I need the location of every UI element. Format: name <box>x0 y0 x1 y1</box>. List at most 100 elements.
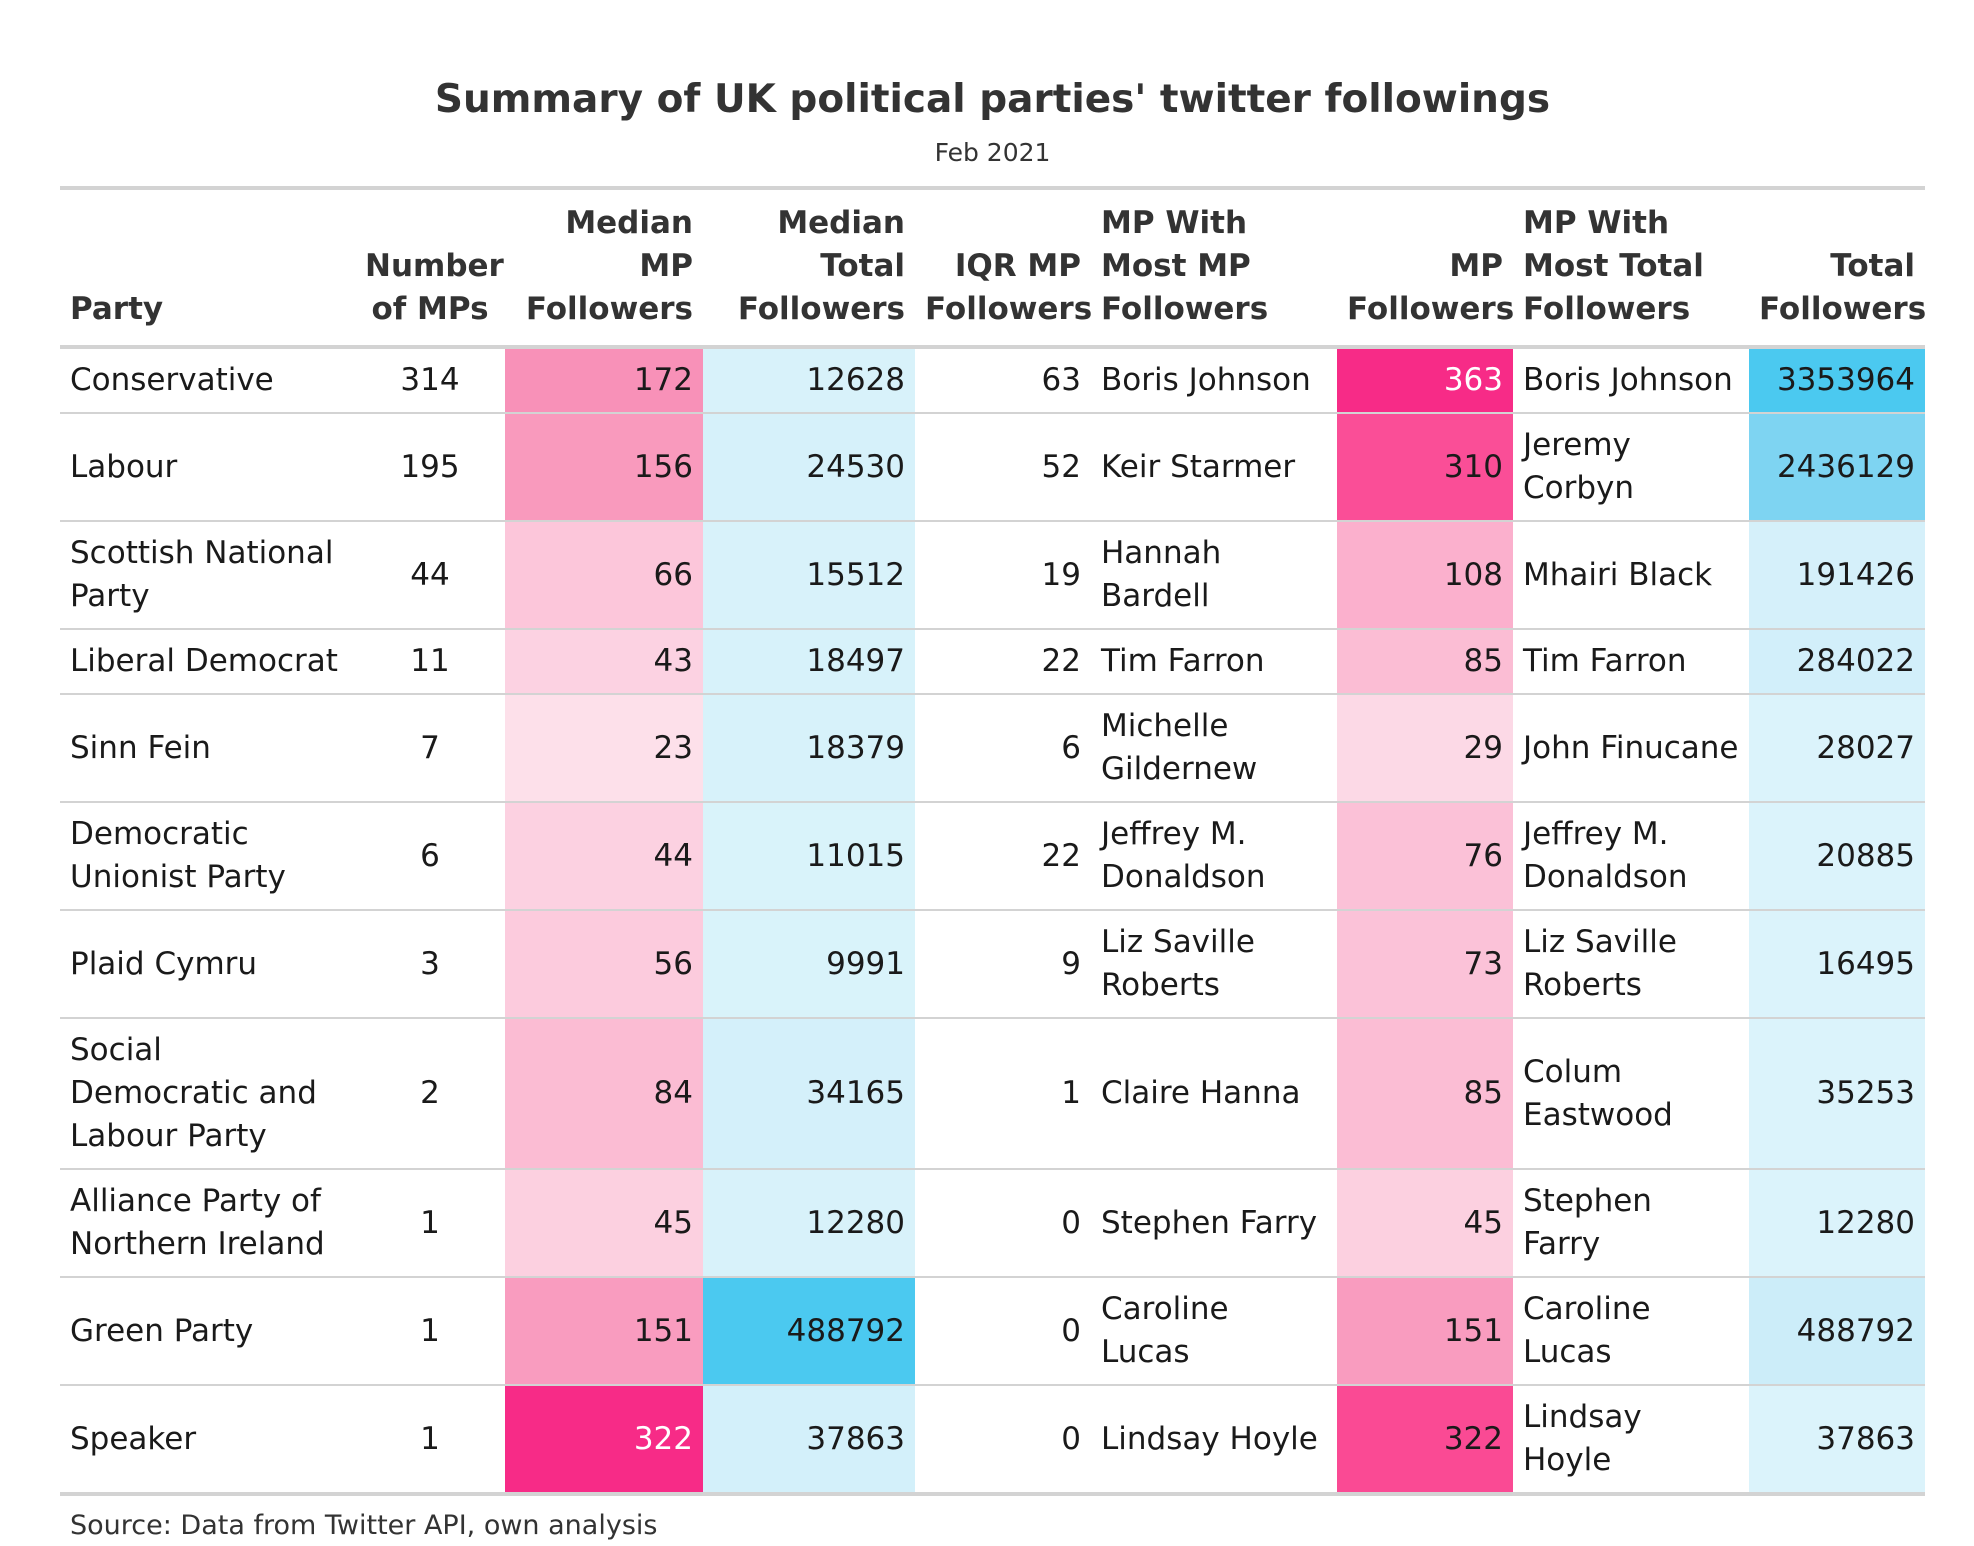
cell-top-mp-followers: 85 <box>1337 629 1513 695</box>
cell-iqr-mp: 6 <box>915 694 1091 803</box>
cell-top-total-name: Jeremy Corbyn <box>1513 413 1749 522</box>
cell-top-mp-name: Tim Farron <box>1091 629 1337 695</box>
cell-median-total: 15512 <box>703 521 915 630</box>
column-header-median-mp-followers: Median MP Followers <box>505 188 703 349</box>
cell-top-mp-followers: 363 <box>1337 347 1513 414</box>
cell-total-followers: 28027 <box>1749 694 1925 803</box>
cell-top-mp-followers: 85 <box>1337 1018 1513 1170</box>
cell-iqr-mp: 22 <box>915 802 1091 911</box>
cell-median-total: 488792 <box>703 1277 915 1386</box>
cell-top-mp-name: Keir Starmer <box>1091 413 1337 522</box>
cell-median-mp: 172 <box>505 347 703 414</box>
cell-iqr-mp: 52 <box>915 413 1091 522</box>
cell-top-mp-followers: 45 <box>1337 1169 1513 1278</box>
cell-top-mp-followers: 322 <box>1337 1385 1513 1494</box>
cell-median-mp: 44 <box>505 802 703 911</box>
cell-top-total-name: Jeffrey M. Donaldson <box>1513 802 1749 911</box>
cell-n-mps: 1 <box>355 1277 505 1386</box>
cell-median-mp: 66 <box>505 521 703 630</box>
table-title: Summary of UK political parties' twitter… <box>434 77 1551 122</box>
cell-top-mp-name: Stephen Farry <box>1091 1169 1337 1278</box>
cell-median-total: 11015 <box>703 802 915 911</box>
cell-top-mp-name: Claire Hanna <box>1091 1018 1337 1170</box>
cell-n-mps: 2 <box>355 1018 505 1170</box>
cell-top-mp-followers: 310 <box>1337 413 1513 522</box>
cell-top-total-name: Stephen Farry <box>1513 1169 1749 1278</box>
cell-party: Conservative <box>60 347 355 414</box>
cell-n-mps: 11 <box>355 629 505 695</box>
cell-median-mp: 322 <box>505 1385 703 1494</box>
cell-median-total: 9991 <box>703 910 915 1019</box>
source-note: Source: Data from Twitter API, own analy… <box>70 1510 658 1541</box>
cell-top-mp-name: Lindsay Hoyle <box>1101 1420 1318 1457</box>
cell-iqr-mp: 0 <box>1061 1420 1081 1457</box>
cell-top-total-name: Tim Farron <box>1513 629 1749 695</box>
cell-iqr-mp: 0 <box>915 1277 1091 1386</box>
column-header-median-total-followers: Median Total Followers <box>703 188 915 349</box>
table-page: Summary of UK political parties' twitter… <box>60 70 1926 1546</box>
cell-top-mp-name: Boris Johnson <box>1091 347 1337 414</box>
column-header-party: Party <box>60 188 355 349</box>
cell-iqr-mp: 1 <box>915 1018 1091 1170</box>
cell-top-total-name: Boris Johnson <box>1513 347 1749 414</box>
cell-total-followers: 12280 <box>1749 1169 1925 1278</box>
cell-top-total-name: Mhairi Black <box>1513 521 1749 630</box>
cell-top-mp-followers: 73 <box>1337 910 1513 1019</box>
cell-median-mp: 56 <box>505 910 703 1019</box>
cell-top-total-name: Caroline Lucas <box>1513 1277 1749 1386</box>
cell-total-followers: 191426 <box>1749 521 1925 630</box>
cell-total-followers: 3353964 <box>1749 347 1925 414</box>
cell-median-mp: 23 <box>505 694 703 803</box>
column-header-mp-with-most-total-followers: MP With Most Total Followers <box>1513 188 1749 349</box>
cell-top-mp-name: Michelle Gildernew <box>1091 694 1337 803</box>
cell-median-total: 34165 <box>703 1018 915 1170</box>
cell-n-mps: 1 <box>355 1169 505 1278</box>
cell-total-followers: 35253 <box>1749 1018 1925 1170</box>
cell-median-total: 24530 <box>703 413 915 522</box>
cell-iqr-mp: 22 <box>915 629 1091 695</box>
cell-party: Green Party <box>60 1277 355 1386</box>
cell-top-mp-followers: 151 <box>1337 1277 1513 1386</box>
cell-median-total: 12280 <box>703 1169 915 1278</box>
column-header-mp-followers: MP Followers <box>1337 188 1514 349</box>
cell-party: Plaid Cymru <box>60 910 355 1019</box>
cell-iqr-mp: 63 <box>915 347 1091 414</box>
column-header-mp-with-most-mp-followers: MP With Most MP Followers <box>1091 188 1337 349</box>
cell-party: Scottish National Party <box>60 521 355 630</box>
cell-median-total: 12628 <box>703 347 915 414</box>
cell-iqr-mp: 19 <box>915 521 1091 630</box>
cell-median-mp: 45 <box>505 1169 703 1278</box>
cell-top-mp-name: Liz Saville Roberts <box>1091 910 1337 1019</box>
cell-total-followers: 37863 <box>1749 1385 1925 1494</box>
cell-top-total-name: John Finucane <box>1513 694 1749 803</box>
cell-party: Alliance Party of Northern Ireland <box>60 1169 355 1278</box>
summary-table: Party Number of MPs Median MP Followers … <box>60 186 1926 1496</box>
column-header-iqr-mp-followers: IQR MP Followers <box>915 188 1092 349</box>
cell-iqr-mp: 9 <box>915 910 1091 1019</box>
cell-median-mp: 156 <box>505 413 703 522</box>
cell-n-mps: 195 <box>355 413 505 522</box>
cell-n-mps: 6 <box>355 802 505 911</box>
cell-top-mp-followers: 29 <box>1337 694 1513 803</box>
cell-total-followers: 488792 <box>1749 1277 1925 1386</box>
cell-n-mps: 44 <box>355 521 505 630</box>
cell-top-total-name: Colum Eastwood <box>1513 1018 1749 1170</box>
cell-median-mp: 84 <box>505 1018 703 1170</box>
cell-median-total: 18379 <box>703 694 915 803</box>
cell-total-followers: 20885 <box>1749 802 1925 911</box>
cell-total-followers: 284022 <box>1749 629 1925 695</box>
cell-median-total: 18497 <box>703 629 915 695</box>
cell-iqr-mp: 0 <box>915 1169 1091 1278</box>
cell-n-mps: 7 <box>355 694 505 803</box>
cell-party: Social Democratic and Labour Party <box>60 1018 355 1170</box>
column-header-number-of-mps: Number of MPs <box>355 188 505 349</box>
